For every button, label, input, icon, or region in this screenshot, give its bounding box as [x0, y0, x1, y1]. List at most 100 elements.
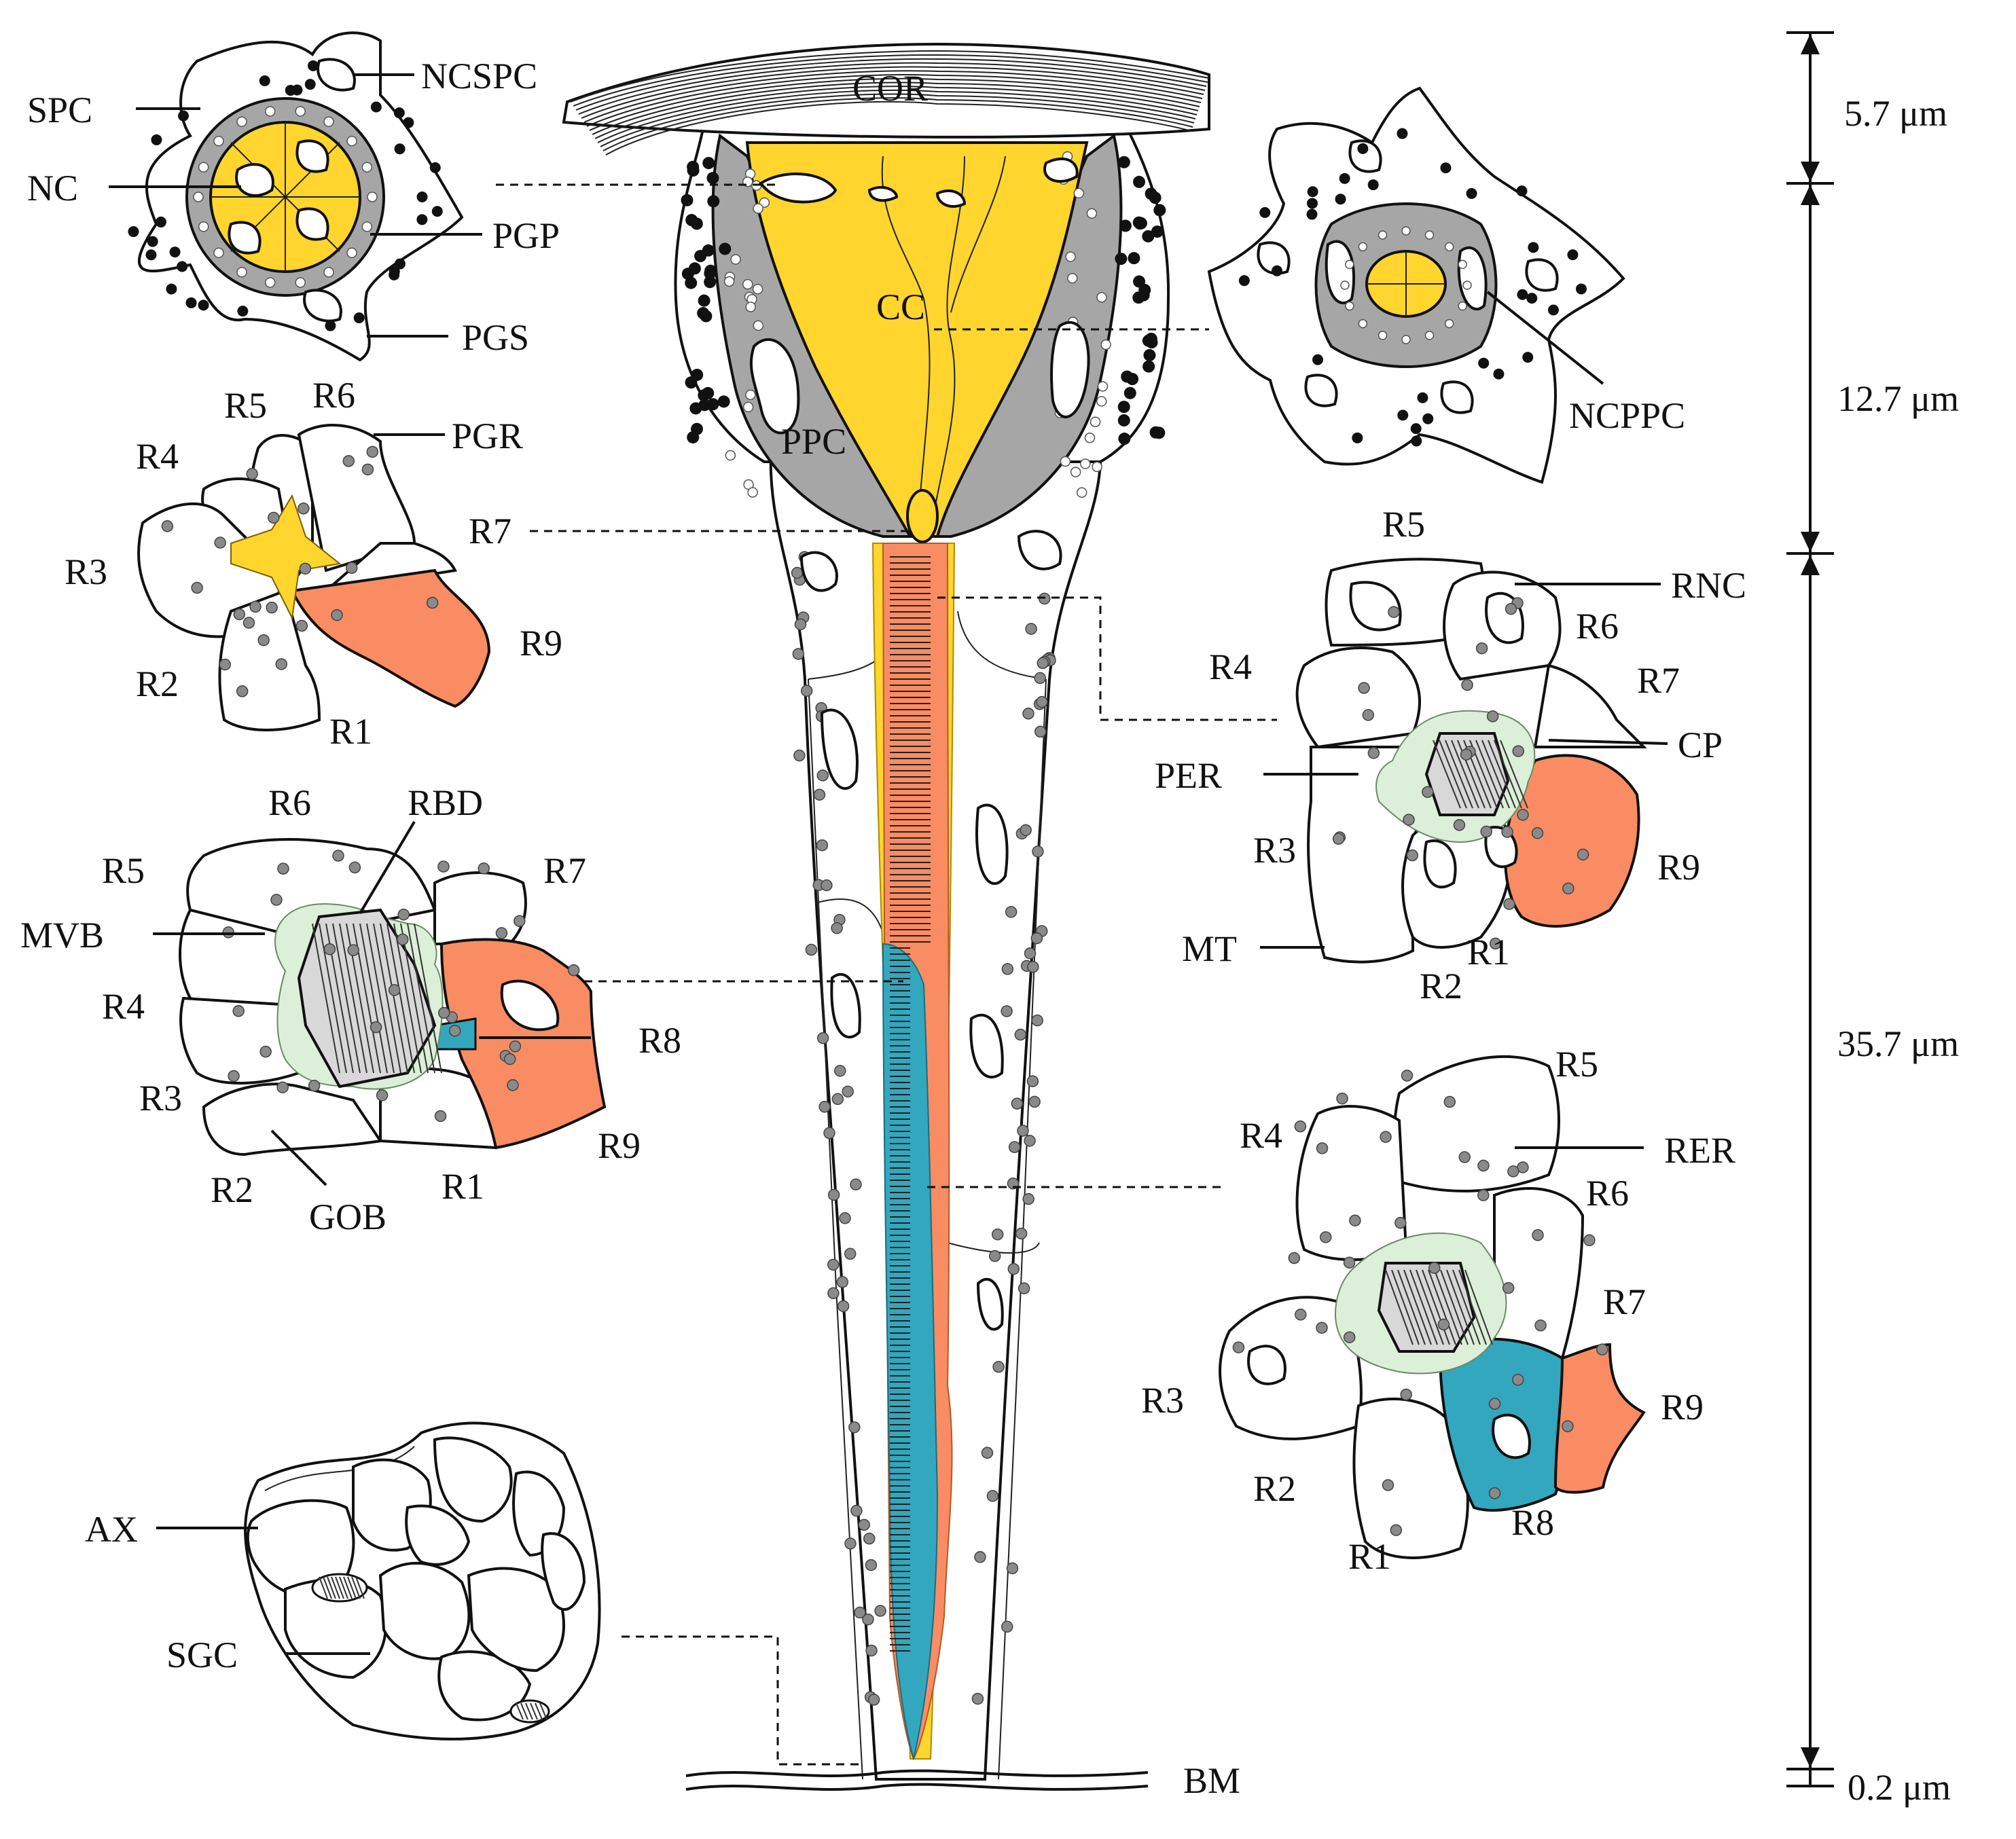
- ppc-granule: [1340, 280, 1350, 290]
- secondary-pigment-granule: [690, 217, 703, 230]
- secondary-pigment-granule: [1117, 414, 1130, 427]
- label-sec1-r2: R2: [136, 663, 179, 704]
- primary-pigment-granule: [1065, 251, 1076, 262]
- retinula-granule: [821, 879, 833, 892]
- primary-pigment-granule: [1097, 381, 1109, 392]
- secondary-pigment-granule: [685, 376, 698, 389]
- label-sec4-r8: R8: [1511, 1502, 1554, 1543]
- cytoplasmic-granule: [437, 860, 450, 873]
- label-sec1-r4: R4: [136, 436, 179, 477]
- spc-granule: [403, 117, 414, 128]
- ppc-granule: [323, 267, 334, 278]
- crystalline-cone: [745, 141, 1089, 538]
- primary-pigment-granule: [745, 389, 756, 401]
- cytoplasmic-granule: [1458, 1151, 1471, 1163]
- primary-pigment-granule: [1070, 467, 1081, 477]
- ppc-granule: [193, 192, 204, 202]
- spc-granule: [1271, 265, 1282, 276]
- secondary-pigment-granule: [704, 276, 717, 289]
- primary-pigment-granule: [1073, 187, 1084, 199]
- retinula-granule: [1007, 1262, 1020, 1275]
- ppc-granule: [361, 221, 373, 232]
- secondary-pigment-granule: [719, 242, 732, 255]
- cytoplasmic-granule: [1349, 1214, 1361, 1226]
- cytoplasmic-granule: [299, 562, 312, 575]
- secondary-pigment-granule: [706, 398, 719, 411]
- secondary-pigment-granule: [1151, 225, 1164, 238]
- spc-granule: [1547, 304, 1559, 316]
- label-sec3-r1: R1: [1467, 932, 1510, 972]
- rhabdom-microvilli: [366, 923, 395, 1074]
- mitochondria-cristae: [323, 1576, 332, 1599]
- spc-granule: [1357, 143, 1369, 154]
- cytoplasmic-granule: [1596, 1343, 1608, 1355]
- retinula-granule: [1001, 1005, 1013, 1017]
- ppc-granule: [265, 106, 276, 117]
- label-ncppc: NCPPC: [1569, 395, 1685, 436]
- scale-label-12-7: 12.7 μm: [1837, 378, 1959, 419]
- mitochondria-cristae: [535, 1703, 543, 1720]
- spc-granule: [353, 312, 365, 324]
- cytoplasmic-granule: [1382, 1479, 1394, 1491]
- cone-tip: [906, 489, 939, 543]
- cytoplasmic-granule: [509, 1040, 522, 1053]
- retinula-granule: [791, 566, 804, 579]
- ppc-granule: [1345, 301, 1354, 311]
- retinula-granule: [874, 1605, 886, 1617]
- label-pgr: PGR: [452, 416, 523, 456]
- retinula-granule: [858, 1518, 870, 1531]
- cytoplasmic-granule: [1344, 1331, 1356, 1343]
- secondary-pigment-granule: [688, 262, 701, 275]
- secondary-pigment-granule: [1142, 230, 1155, 242]
- retinula-granule: [834, 1065, 846, 1077]
- ppc-granule: [265, 277, 276, 288]
- cytoplasmic-granule: [434, 1110, 447, 1123]
- spc-granule: [1516, 185, 1528, 197]
- primary-pigment-granule: [1092, 461, 1102, 473]
- retinula-granule: [816, 839, 829, 852]
- spc-granule: [1526, 293, 1538, 304]
- rhabdom-microvilli: [1397, 1269, 1426, 1345]
- rhabdom-microvilli: [1481, 740, 1510, 809]
- cytoplasmic-granule: [1477, 1189, 1490, 1201]
- secondary-pigment-granule: [697, 307, 710, 320]
- cytoplasmic-granule: [1294, 1120, 1307, 1133]
- primary-pigment-granule: [742, 278, 753, 290]
- spc-granule: [1493, 368, 1505, 380]
- spc-granule: [166, 283, 177, 295]
- ppc-granule: [213, 135, 224, 147]
- label-sec4-r9: R9: [1661, 1387, 1704, 1427]
- cytoplasmic-granule: [388, 984, 401, 996]
- cytoplasmic-granule: [1577, 848, 1589, 861]
- spc-granule: [177, 261, 188, 272]
- label-sec2-r8: R8: [638, 1020, 681, 1061]
- rhabdom-microvilli: [1494, 740, 1522, 809]
- section-r7-star: [230, 494, 342, 621]
- retinula-granule: [992, 1361, 1005, 1373]
- rhabdom-microvilli: [359, 923, 388, 1074]
- spc-granule: [1522, 352, 1534, 363]
- cone-nuclei: [749, 158, 1090, 1331]
- label-sec1-r3: R3: [65, 551, 107, 592]
- rhabdom-microvilli: [1440, 1269, 1469, 1345]
- cytoplasmic-granule: [1428, 1262, 1441, 1274]
- retinula-granules: [791, 551, 1056, 1706]
- cytoplasmic-granule: [1443, 1095, 1456, 1108]
- retinula-granule: [844, 1248, 857, 1260]
- cytoplasmic-granule: [1336, 1092, 1348, 1105]
- label-sgc: SGC: [166, 1635, 238, 1675]
- ppc-granule: [1462, 280, 1472, 290]
- secondary-pigment-granule: [1149, 426, 1162, 439]
- retinula-granule: [1020, 824, 1032, 837]
- label-sec3-r4: R4: [1209, 647, 1252, 687]
- secondary-pigment-granule: [1143, 349, 1156, 362]
- secondary-pigment-granule: [1119, 219, 1132, 232]
- rhabdomere-striations: [890, 556, 931, 1652]
- secondary-pigment-granule: [702, 386, 715, 399]
- ppc-granule: [1424, 331, 1435, 340]
- label-pgs: PGS: [462, 317, 529, 358]
- retinula-granule: [867, 1694, 880, 1706]
- spc-granule: [1567, 249, 1579, 261]
- retinula-granule: [839, 1212, 851, 1224]
- spc-granule: [1422, 413, 1434, 424]
